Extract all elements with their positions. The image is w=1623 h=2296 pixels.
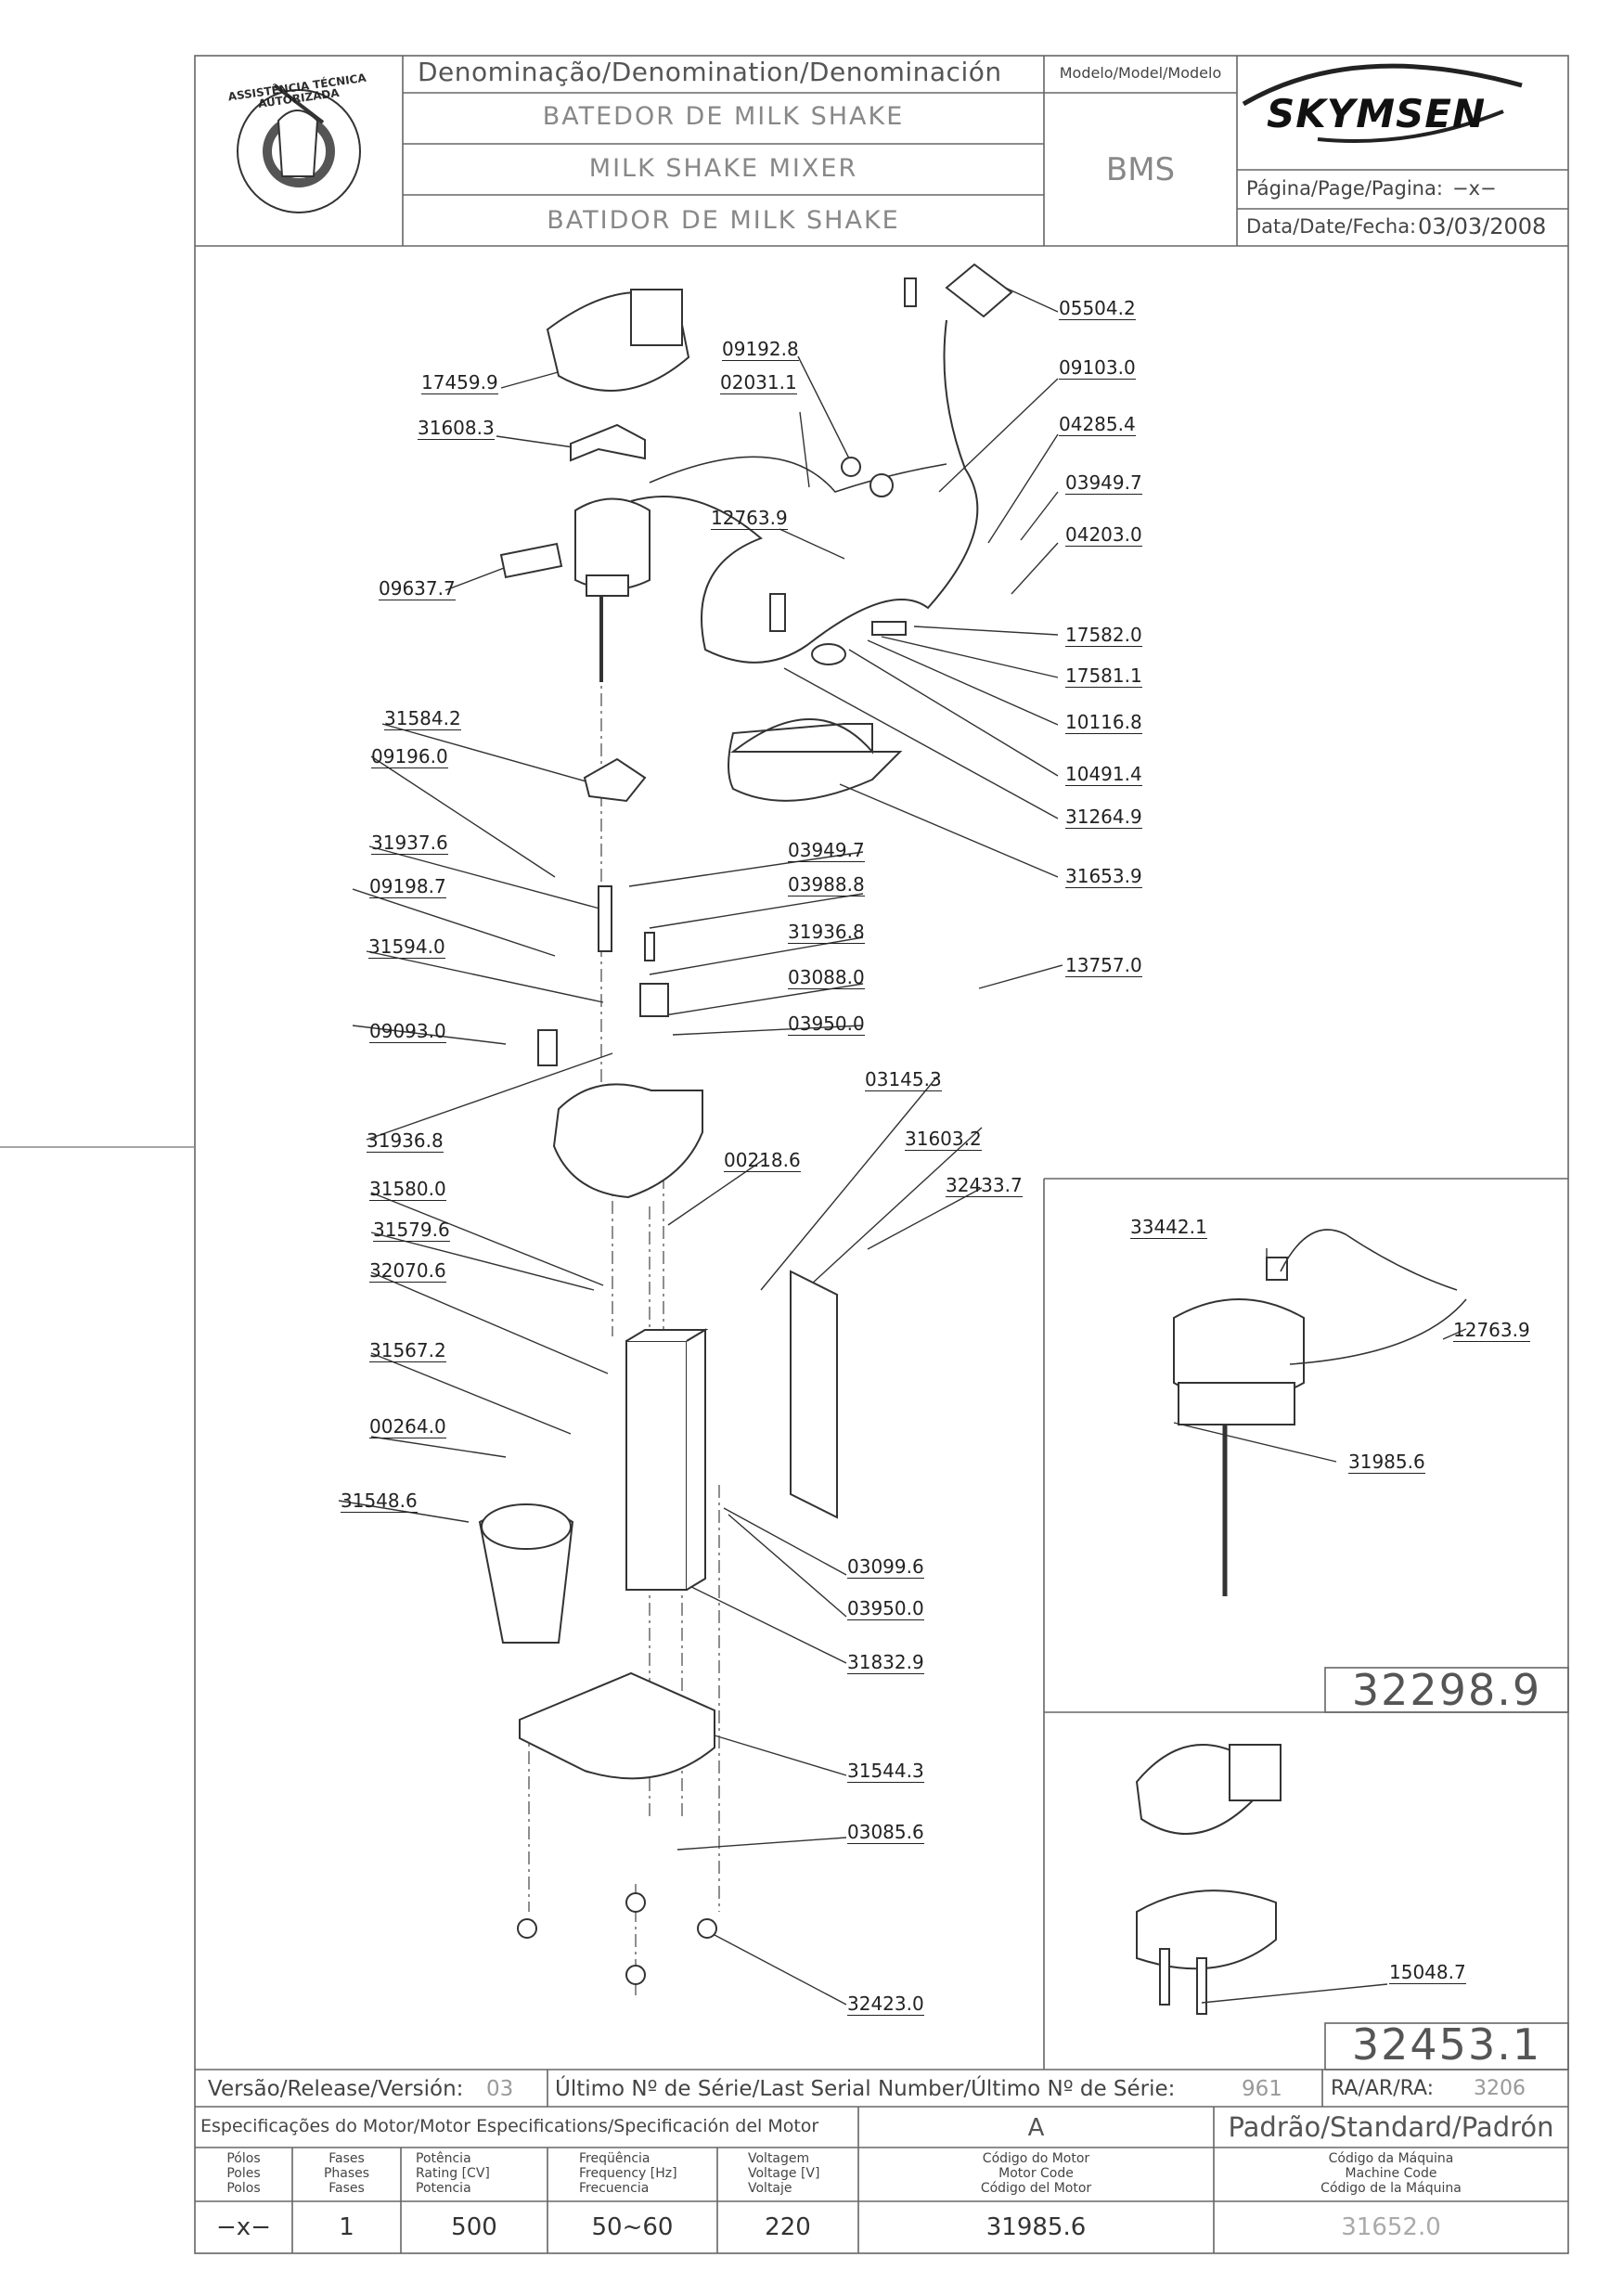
page-label: Página/Page/Pagina:: [1246, 177, 1443, 200]
part-callout: 31936.8: [367, 1129, 444, 1153]
part-callout: 31544.3: [847, 1760, 924, 1783]
serial-label: Último Nº de Série/Last Serial Number/Úl…: [555, 2077, 1176, 2101]
part-callout: 03085.6: [847, 1821, 924, 1844]
part-callout: 31264.9: [1065, 806, 1142, 829]
name-pt: BATEDOR DE MILK SHAKE: [542, 102, 905, 131]
part-callout: 00218.6: [724, 1149, 801, 1172]
part-callout: 32070.6: [369, 1259, 446, 1283]
denomination-label: Denominação/Denomination/Denominación: [418, 57, 1002, 87]
part-callout: 31548.6: [341, 1490, 418, 1513]
part-callout: 17581.1: [1065, 664, 1142, 688]
part-callout: 31832.9: [847, 1651, 924, 1674]
part-callout: 02031.1: [720, 371, 797, 394]
part-callout: 31580.0: [369, 1178, 446, 1201]
part-callout: 09103.0: [1059, 356, 1136, 380]
part-callout: 03950.0: [788, 1013, 865, 1036]
serial-value: 961: [1242, 2077, 1282, 2101]
part-callout: 31579.6: [373, 1219, 450, 1242]
model-label: Modelo/Model/Modelo: [1059, 64, 1222, 82]
brand-name: SKYMSEN: [1267, 91, 1487, 136]
model-value: BMS: [1105, 151, 1176, 188]
part-callout: 09637.7: [379, 577, 456, 600]
spec-value-rating: 500: [451, 2213, 497, 2241]
part-callout: 31584.2: [384, 707, 461, 730]
date-value: 03/03/2008: [1418, 213, 1547, 239]
part-callout: 32423.0: [847, 1993, 924, 2016]
standard-label: Padrão/Standard/Padrón: [1228, 2111, 1554, 2143]
part-callout: 31653.9: [1065, 865, 1142, 888]
part-callout: 04285.4: [1059, 413, 1136, 436]
part-callout: 03949.7: [788, 839, 865, 862]
spec-value-frequency: 50~60: [591, 2213, 674, 2241]
date-label: Data/Date/Fecha:: [1246, 215, 1417, 238]
inset2-part-callout: 15048.7: [1389, 1961, 1466, 1984]
part-callout: 03088.0: [788, 966, 865, 989]
inset1-kit-code: 32298.9: [1351, 1665, 1542, 1715]
part-callout: 05504.2: [1059, 297, 1136, 320]
name-en: MILK SHAKE MIXER: [588, 154, 858, 183]
part-callout: 32433.7: [946, 1174, 1023, 1197]
brand-logo: [1242, 63, 1523, 143]
spec-value-phases: 1: [339, 2213, 354, 2241]
part-callout: 31594.0: [368, 935, 445, 959]
part-callout: 13757.0: [1065, 954, 1142, 977]
version-label: Versão/Release/Versión:: [208, 2077, 464, 2101]
spec-value-voltage: 220: [765, 2213, 811, 2241]
part-callout: 04203.0: [1065, 523, 1142, 547]
spec-value-motor-code: 31985.6: [985, 2213, 1087, 2241]
inset1-part-callout: 33442.1: [1130, 1216, 1207, 1239]
version-value: 03: [486, 2077, 514, 2101]
ra-label: RA/AR/RA:: [1331, 2077, 1435, 2100]
part-callout: 03949.7: [1065, 471, 1142, 495]
part-callout: 31937.6: [371, 832, 448, 855]
inset1-part-callout: 31985.6: [1348, 1451, 1425, 1474]
ra-value: 3206: [1474, 2077, 1526, 2100]
inset1-part-callout: 12763.9: [1453, 1319, 1530, 1342]
part-callout: 31567.2: [369, 1339, 446, 1362]
part-callout: 09196.0: [371, 745, 448, 768]
part-callout: 03988.8: [788, 873, 865, 896]
part-callout: 10116.8: [1065, 711, 1142, 734]
part-callout: 10491.4: [1065, 763, 1142, 786]
spec-value-poles: −x−: [216, 2213, 271, 2241]
part-callout: 31603.2: [905, 1128, 982, 1151]
part-callout: 17459.9: [421, 371, 498, 394]
part-callout: 03099.6: [847, 1555, 924, 1579]
part-callout: 03950.0: [847, 1597, 924, 1620]
name-es: BATIDOR DE MILK SHAKE: [547, 206, 900, 235]
spec-value-machine-code: 31652.0: [1341, 2213, 1441, 2241]
part-callout: 09198.7: [369, 875, 446, 898]
motor-spec-label: Especificações do Motor/Motor Especifica…: [200, 2116, 819, 2136]
part-callout: 03145.3: [865, 1068, 942, 1091]
page-value: −x−: [1452, 177, 1497, 200]
part-callout: 09093.0: [369, 1020, 446, 1043]
seal-logo: [237, 84, 361, 213]
part-callout: 12763.9: [711, 507, 788, 530]
part-callout: 31936.8: [788, 921, 865, 944]
part-callout: 00264.0: [369, 1415, 446, 1438]
motor-spec-variant: A: [1027, 2114, 1045, 2142]
part-callout: 09192.8: [722, 338, 799, 361]
part-callout: 31608.3: [418, 417, 495, 440]
part-callout: 17582.0: [1065, 624, 1142, 647]
inset2-kit-code: 32453.1: [1351, 2019, 1542, 2070]
